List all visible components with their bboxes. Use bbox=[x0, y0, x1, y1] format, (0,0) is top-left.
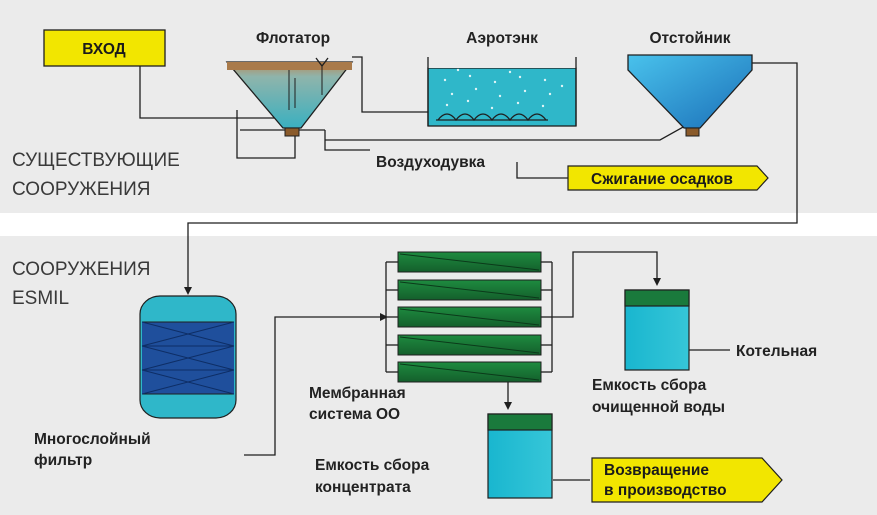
flotator-vessel bbox=[225, 57, 354, 137]
pipes bbox=[139, 56, 798, 481]
inlet-box bbox=[43, 29, 166, 67]
blower-label: Воздуходувка bbox=[376, 154, 485, 171]
settler-vessel bbox=[627, 54, 760, 137]
concentrate-tank-label-1: Емкость сбора bbox=[315, 457, 430, 474]
membrane-label-2: система ОО bbox=[309, 406, 400, 423]
flotator-label: Флотатор bbox=[256, 30, 330, 47]
sludge-output-label: Сжигание осадков bbox=[591, 171, 733, 188]
multilayer-filter bbox=[139, 295, 237, 419]
section-existing-title-1: СУЩЕСТВУЮЩИЕ bbox=[12, 150, 180, 171]
concentrate-tank bbox=[487, 413, 553, 499]
aerotank-vessel bbox=[427, 57, 577, 127]
section-esmil-title-1: СООРУЖЕНИЯ bbox=[12, 259, 151, 280]
boiler-label: Котельная bbox=[736, 343, 817, 360]
filter-label-2: фильтр bbox=[34, 452, 92, 469]
section-existing-title-2: СООРУЖЕНИЯ bbox=[12, 179, 151, 200]
membrane-label-1: Мембранная bbox=[309, 385, 406, 402]
clean-tank-label-1: Емкость сбора bbox=[592, 377, 707, 394]
return-output-label-1: Возвращение bbox=[604, 462, 709, 479]
settler-label: Отстойник bbox=[649, 30, 730, 47]
concentrate-tank-label-2: концентрата bbox=[315, 479, 411, 496]
return-output-tag bbox=[591, 457, 783, 503]
clean-water-tank bbox=[624, 289, 690, 371]
inlet-label: ВХОД bbox=[82, 41, 125, 58]
return-output-label-2: в производство bbox=[604, 482, 727, 499]
clean-tank-label-2: очищенной воды bbox=[592, 399, 725, 416]
membrane-system bbox=[397, 251, 542, 383]
sludge-output-tag bbox=[567, 165, 769, 191]
section-esmil-title-2: ESMIL bbox=[12, 288, 69, 309]
filter-label-1: Многослойный bbox=[34, 431, 151, 448]
aerotank-label: Аэротэнк bbox=[466, 30, 538, 47]
